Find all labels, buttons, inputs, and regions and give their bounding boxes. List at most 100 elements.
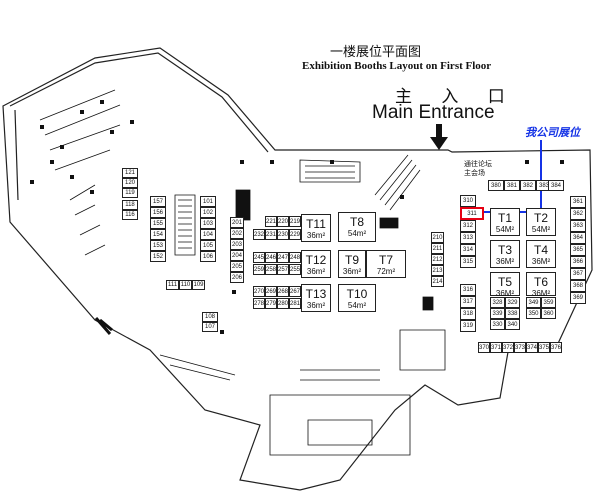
booth-340[interactable]: 340 [505, 319, 520, 330]
booth-203[interactable]: 203 [230, 239, 244, 250]
booth-157[interactable]: 157 [150, 196, 166, 207]
booth-269[interactable]: 269 [265, 286, 277, 297]
booth-318[interactable]: 318 [460, 308, 476, 320]
booth-364[interactable]: 364 [570, 232, 586, 244]
booth-310[interactable]: 310 [460, 195, 476, 207]
booth-329[interactable]: 329 [505, 297, 520, 308]
booth-246[interactable]: 246 [265, 252, 277, 263]
booth-111[interactable]: 111 [166, 280, 179, 290]
booth-205[interactable]: 205 [230, 261, 244, 272]
booth-370[interactable]: 370 [478, 342, 490, 353]
booth-t9[interactable]: T9 36m² [338, 250, 366, 278]
booth-t12[interactable]: T12 36m² [301, 250, 331, 278]
booth-109[interactable]: 109 [192, 280, 205, 290]
booth-221[interactable]: 221 [265, 216, 277, 227]
booth-349[interactable]: 349 [526, 297, 541, 308]
booth-247[interactable]: 247 [277, 252, 289, 263]
booth-t1[interactable]: T1 54M² [490, 208, 520, 236]
booth-120[interactable]: 120 [122, 178, 138, 188]
booth-259[interactable]: 259 [253, 264, 265, 275]
booth-350[interactable]: 350 [526, 308, 541, 319]
booth-212[interactable]: 212 [431, 254, 444, 265]
booth-152[interactable]: 152 [150, 251, 166, 262]
booth-280[interactable]: 280 [277, 298, 289, 309]
booth-362[interactable]: 362 [570, 208, 586, 220]
booth-368[interactable]: 368 [570, 280, 586, 292]
booth-257[interactable]: 257 [277, 264, 289, 275]
booth-213[interactable]: 213 [431, 265, 444, 276]
booth-t5[interactable]: T5 36M² [490, 272, 520, 298]
booth-365[interactable]: 365 [570, 244, 586, 256]
booth-211[interactable]: 211 [431, 243, 444, 254]
booth-330[interactable]: 330 [490, 319, 505, 330]
booth-229[interactable]: 229 [289, 229, 301, 240]
booth-121[interactable]: 121 [122, 168, 138, 178]
booth-373[interactable]: 373 [514, 342, 526, 353]
booth-338[interactable]: 338 [505, 308, 520, 319]
booth-314[interactable]: 314 [460, 244, 476, 256]
booth-268[interactable]: 268 [277, 286, 289, 297]
booth-204[interactable]: 204 [230, 250, 244, 261]
booth-104[interactable]: 104 [200, 229, 216, 240]
booth-101[interactable]: 101 [200, 196, 216, 207]
booth-t4[interactable]: T4 36M² [526, 240, 556, 268]
booth-116[interactable]: 116 [122, 210, 138, 220]
booth-311-highlighted[interactable]: 311 [460, 207, 484, 220]
booth-230[interactable]: 230 [277, 229, 289, 240]
booth-361[interactable]: 361 [570, 196, 586, 208]
booth-103[interactable]: 103 [200, 218, 216, 229]
booth-t3[interactable]: T3 36M² [490, 240, 520, 268]
booth-372[interactable]: 372 [502, 342, 514, 353]
booth-279[interactable]: 279 [265, 298, 277, 309]
booth-214[interactable]: 214 [431, 276, 444, 287]
booth-210[interactable]: 210 [431, 232, 444, 243]
booth-105[interactable]: 105 [200, 240, 216, 251]
booth-106[interactable]: 106 [200, 251, 216, 262]
booth-245[interactable]: 245 [253, 252, 265, 263]
booth-220[interactable]: 220 [277, 216, 289, 227]
booth-281[interactable]: 281 [289, 298, 301, 309]
booth-107[interactable]: 107 [202, 322, 218, 332]
booth-319[interactable]: 319 [460, 320, 476, 332]
booth-363[interactable]: 363 [570, 220, 586, 232]
booth-374[interactable]: 374 [526, 342, 538, 353]
booth-t6[interactable]: T6 36M² [526, 272, 556, 298]
booth-110[interactable]: 110 [179, 280, 192, 290]
booth-202[interactable]: 202 [230, 228, 244, 239]
booth-258[interactable]: 258 [265, 264, 277, 275]
booth-255[interactable]: 255 [289, 264, 301, 275]
booth-384[interactable]: 384 [548, 180, 564, 191]
booth-t8[interactable]: T8 54m² [338, 212, 376, 242]
booth-206[interactable]: 206 [230, 272, 244, 283]
booth-267[interactable]: 267 [289, 286, 301, 297]
booth-t10[interactable]: T10 54m² [338, 284, 376, 312]
booth-328[interactable]: 328 [490, 297, 505, 308]
booth-t2[interactable]: T2 54M² [526, 208, 556, 236]
booth-359[interactable]: 359 [541, 297, 556, 308]
booth-313[interactable]: 313 [460, 232, 476, 244]
booth-360[interactable]: 360 [541, 308, 556, 319]
booth-102[interactable]: 102 [200, 207, 216, 218]
booth-278[interactable]: 278 [253, 298, 265, 309]
booth-315[interactable]: 315 [460, 256, 476, 268]
booth-376[interactable]: 376 [550, 342, 562, 353]
booth-156[interactable]: 156 [150, 207, 166, 218]
booth-312[interactable]: 312 [460, 220, 476, 232]
booth-154[interactable]: 154 [150, 229, 166, 240]
booth-375[interactable]: 375 [538, 342, 550, 353]
booth-t11[interactable]: T11 36m² [301, 214, 331, 242]
booth-153[interactable]: 153 [150, 240, 166, 251]
booth-t7[interactable]: T7 72m² [366, 250, 406, 278]
booth-369[interactable]: 369 [570, 292, 586, 304]
booth-219[interactable]: 219 [289, 216, 301, 227]
booth-248[interactable]: 248 [289, 252, 301, 263]
booth-366[interactable]: 366 [570, 256, 586, 268]
booth-118[interactable]: 118 [122, 200, 138, 210]
booth-367[interactable]: 367 [570, 268, 586, 280]
booth-232[interactable]: 232 [253, 229, 265, 240]
booth-316[interactable]: 316 [460, 284, 476, 296]
booth-119[interactable]: 119 [122, 188, 138, 198]
booth-381[interactable]: 381 [504, 180, 520, 191]
booth-380[interactable]: 380 [488, 180, 504, 191]
booth-317[interactable]: 317 [460, 296, 476, 308]
